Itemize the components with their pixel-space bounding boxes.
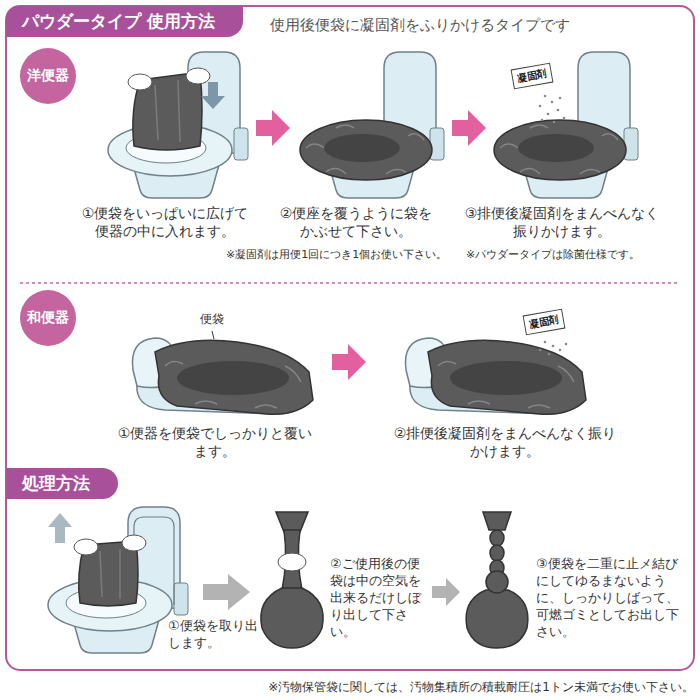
label-box: ①便器を便袋でしっかりと覆います。: [115, 424, 315, 460]
label-box: ③排便後凝固剤をまんべんなく振りかけます。: [462, 204, 662, 240]
step-caption: ①便器を便袋でしっかりと覆います。: [115, 424, 315, 460]
step-caption: ②ご使用後の便袋は中の空気を出来るだけしぼり出して下さい。: [330, 556, 428, 640]
label-box: ①便袋をいっぱいに広げて便器の中に入れます。: [75, 204, 255, 240]
step-caption: ②便座を覆うように袋をかぶせて下さい。: [276, 204, 436, 240]
label-box: ※凝固剤は用便1回につき1個お使い下さい。: [226, 248, 447, 262]
bag-cover: [494, 120, 626, 180]
bag-cover: [428, 340, 586, 414]
note: ※凝固剤は用便1回につき1個お使い下さい。: [226, 248, 447, 262]
bag-insert: [128, 68, 225, 150]
step-arrow: [256, 110, 290, 146]
powder: [539, 95, 566, 124]
raised-lid: [134, 517, 174, 605]
section-tab: パウダータイプ 使用方法: [6, 6, 243, 37]
category-badge: 洋便器: [20, 48, 76, 104]
hand: [122, 535, 146, 551]
label-box: ①便袋を取り出します。: [168, 618, 260, 652]
note: ※パウダータイプは除菌仕様です。: [466, 248, 640, 262]
up-arrow: [48, 513, 72, 543]
bag-cover: [300, 120, 432, 180]
hand: [278, 553, 306, 571]
frame: [6, 6, 694, 670]
label-box: ③便袋を二重に止メ結びにしてゆるまないように、しっかりしばって、可燃ゴミとしてお…: [536, 556, 686, 640]
leader-line: [212, 331, 214, 339]
part-label: 便袋: [200, 312, 224, 328]
step-arrow: [452, 110, 486, 146]
down-arrow: [201, 82, 225, 109]
bag-cover: [155, 340, 313, 414]
category-badge: 和便器: [20, 290, 76, 346]
step-arrow: [203, 574, 250, 610]
node-text: 洋便器: [27, 67, 69, 85]
hand: [128, 74, 152, 90]
step-arrow: [332, 344, 366, 380]
label-box: 便袋: [200, 312, 224, 328]
hand: [74, 539, 98, 555]
label-box: ※パウダータイプは除菌仕様です。: [466, 248, 640, 262]
node-text: パウダータイプ 使用方法: [22, 11, 215, 32]
node-text: 処理方法: [22, 473, 90, 494]
western-toilet: [108, 52, 248, 198]
label-box: ②便座を覆うように袋をかぶせて下さい。: [276, 204, 436, 240]
bag-wrinkles: [100, 549, 120, 599]
bag-removal: [48, 513, 174, 606]
coagulant-packet: 凝固剤: [523, 309, 566, 336]
bag-wrinkles: [155, 80, 180, 142]
hand: [186, 68, 210, 84]
node-text: 凝固剤: [528, 313, 560, 332]
label-box: ②ご使用後の便袋は中の空気を出来るだけしぼり出して下さい。: [330, 556, 428, 640]
label-box: ※汚物保管袋に関しては、汚物集積所の積載耐圧は1トン未満でお使い下さい。: [268, 680, 694, 696]
node-text: 和便器: [27, 309, 69, 327]
western-toilet: [48, 507, 188, 653]
powder: [539, 341, 568, 356]
step-arrow: [432, 578, 460, 606]
footnote: ※汚物保管袋に関しては、汚物集積所の積載耐圧は1トン未満でお使い下さい。: [268, 680, 694, 696]
step-caption: ①便袋をいっぱいに広げて便器の中に入れます。: [75, 204, 255, 240]
step-caption: ①便袋を取り出します。: [168, 618, 260, 652]
label-box: ②排便後凝固剤をまんべんなく振りかけます。: [390, 424, 620, 460]
squeezed-bag: [261, 512, 323, 648]
tied-bag: [466, 512, 528, 648]
step-caption: ③便袋を二重に止メ結びにしてゆるまないように、しっかりしばって、可燃ゴミとしてお…: [536, 556, 686, 640]
subtitle: 使用後便袋に凝固剤をふりかけるタイプです: [270, 16, 570, 36]
step-caption: ②排便後凝固剤をまんべんなく振りかけます。: [390, 424, 620, 460]
section-tab: 処理方法: [6, 468, 118, 499]
step-caption: ③排便後凝固剤をまんべんなく振りかけます。: [462, 204, 662, 240]
node-text: 凝固剤: [516, 67, 548, 86]
divider: [20, 282, 680, 284]
coagulant-packet: 凝固剤: [511, 63, 554, 90]
label-box: 使用後便袋に凝固剤をふりかけるタイプです: [270, 16, 570, 36]
